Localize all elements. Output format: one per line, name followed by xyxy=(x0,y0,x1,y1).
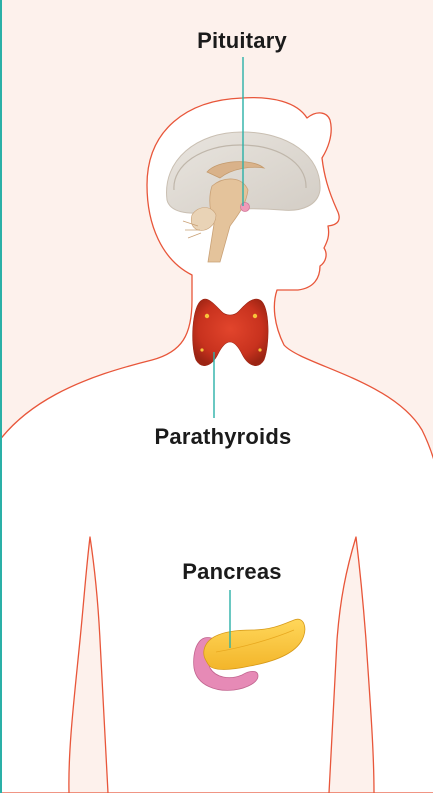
pituitary-label: Pituitary xyxy=(197,28,287,54)
pancreas-label: Pancreas xyxy=(182,559,281,585)
parathyroids-label: Parathyroids xyxy=(155,424,292,450)
